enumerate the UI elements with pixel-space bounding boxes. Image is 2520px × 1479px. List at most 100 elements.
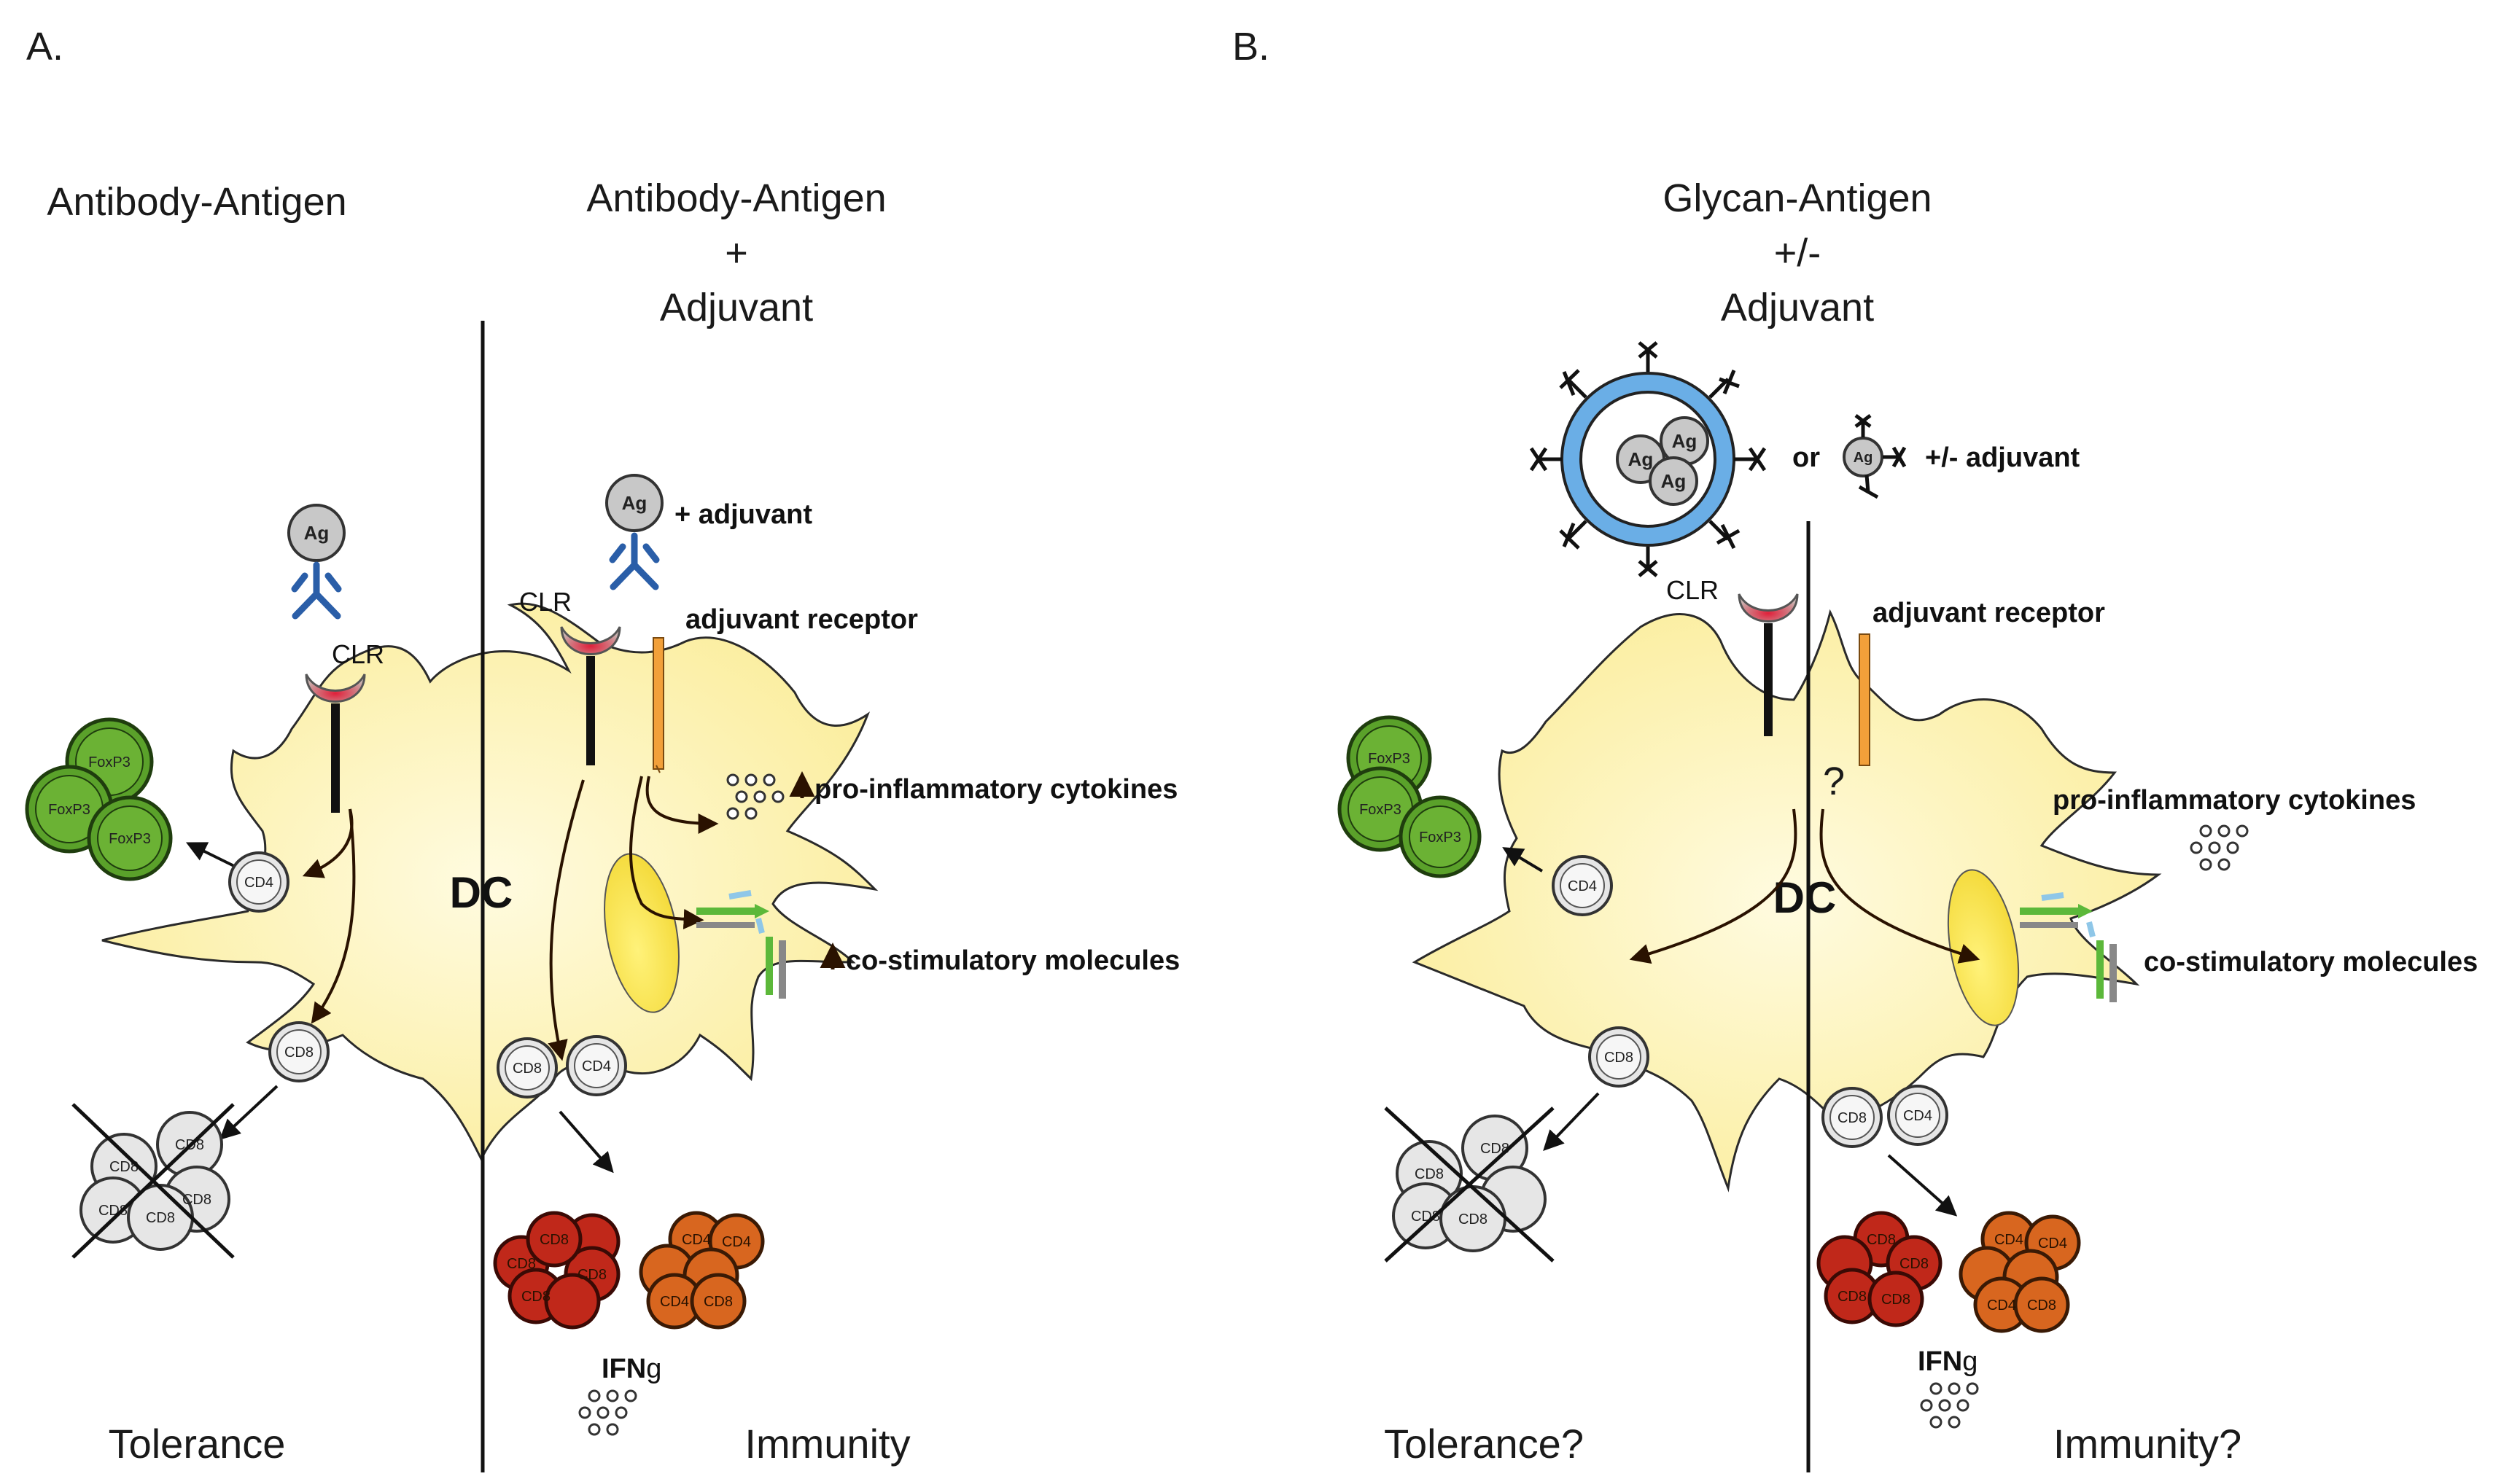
- plus-adjuvant-label: + adjuvant: [674, 499, 812, 530]
- cd8-tcell-b-left: CD8: [1588, 1026, 1649, 1088]
- svg-text:CD8: CD8: [2027, 1297, 2056, 1314]
- panel-a-right-title-line2: +: [725, 231, 748, 275]
- tolerance-label-a: Tolerance: [109, 1421, 286, 1467]
- svg-text:CD8: CD8: [1881, 1292, 1910, 1308]
- dendritic-cell-body: [101, 602, 879, 1162]
- plus-minus-adjuvant-label: +/- adjuvant: [1925, 442, 2080, 473]
- clr-label-b: CLR: [1666, 575, 1719, 605]
- svg-text:CD4: CD4: [1568, 878, 1597, 894]
- effector-cd4-cluster-a: CD4 CD4 CD4 CD8: [639, 1211, 765, 1330]
- svg-text:CD8: CD8: [98, 1203, 128, 1219]
- effector-cd8-cluster-a: CD8 CD8 CD8 CD8: [493, 1211, 621, 1330]
- svg-text:CD8: CD8: [1838, 1110, 1867, 1126]
- adjuvant-receptor-label-b: adjuvant receptor: [1872, 598, 2105, 628]
- svg-text:CD4: CD4: [1903, 1108, 1932, 1124]
- svg-text:CD8: CD8: [1480, 1141, 1509, 1157]
- cytokine-dots-b-bottom: [1920, 1382, 1979, 1429]
- clr-receptor-icon: [1738, 593, 1799, 623]
- glycan-antigen-icon: Ag: [1843, 414, 1907, 499]
- panel-b-label: B.: [1232, 25, 1269, 69]
- effector-cd4-cluster-b: CD4 CD4 CD4 CD8: [1959, 1211, 2081, 1333]
- immunity-label-b: Immunity?: [2053, 1421, 2241, 1467]
- panel-a: A. Antibody-Antigen Antibody-Antigen + A…: [25, 25, 1180, 1472]
- svg-text:FoxP3: FoxP3: [88, 754, 131, 770]
- clr-label-a-right: CLR: [519, 587, 572, 617]
- svg-text:Ag: Ag: [1672, 430, 1698, 452]
- dc-label-b: DC: [1773, 873, 1837, 922]
- panel-a-label: A.: [26, 25, 63, 69]
- svg-text:FoxP3: FoxP3: [109, 831, 151, 847]
- svg-text:Ag: Ag: [1661, 470, 1687, 492]
- clr-label-a-left: CLR: [332, 639, 384, 669]
- svg-text:CD4: CD4: [660, 1294, 689, 1310]
- svg-text:FoxP3: FoxP3: [1359, 802, 1401, 818]
- svg-text:Ag: Ag: [1628, 448, 1654, 470]
- dc-nucleus: [604, 853, 680, 1013]
- svg-text:CD8: CD8: [109, 1159, 139, 1175]
- svg-text:CD8: CD8: [1415, 1166, 1444, 1182]
- co-stimulatory-label-a: co-stimulatory molecules: [846, 945, 1180, 976]
- panel-a-right-title-line3: Adjuvant: [660, 286, 813, 329]
- panel-a-right-title-line1: Antibody-Antigen: [586, 176, 886, 220]
- svg-text:CD4: CD4: [244, 875, 273, 891]
- panel-a-left-title: Antibody-Antigen: [47, 180, 346, 224]
- tolerance-label-b: Tolerance?: [1384, 1421, 1584, 1467]
- adjuvant-receptor-label-a: adjuvant receptor: [685, 604, 918, 635]
- svg-text:Ag: Ag: [622, 492, 648, 514]
- svg-text:CD4: CD4: [722, 1234, 751, 1250]
- svg-text:CD8: CD8: [182, 1192, 211, 1208]
- or-label: or: [1792, 442, 1820, 473]
- pro-inflammatory-label-a: pro-inflammatory cytokines: [814, 774, 1178, 805]
- pro-inflammatory-label-b: pro-inflammatory cytokines: [2053, 785, 2416, 816]
- svg-text:CD4: CD4: [682, 1232, 711, 1248]
- svg-text:CD8: CD8: [1411, 1209, 1440, 1225]
- cytokine-dots-a-bottom: [578, 1389, 637, 1436]
- ifn-label-b: IFNg: [1918, 1346, 1978, 1377]
- clr-receptor-icon: [305, 674, 366, 703]
- dc-label-a: DC: [450, 868, 513, 917]
- antibody-icon: [291, 561, 342, 620]
- svg-text:CD8: CD8: [507, 1256, 536, 1272]
- panel-b: B. Glycan-Antigen +/- Adjuvant Ag Ag Ag: [1232, 25, 2478, 1472]
- svg-text:CD8: CD8: [1604, 1050, 1633, 1066]
- svg-text:CD4: CD4: [1994, 1232, 2023, 1248]
- panel-b-title-line1: Glycan-Antigen: [1662, 176, 1932, 220]
- dc-nucleus-b: [1947, 869, 2020, 1026]
- antigen-antibody-left: Ag: [287, 504, 346, 620]
- svg-text:CD8: CD8: [284, 1045, 314, 1061]
- svg-text:CD4: CD4: [582, 1058, 611, 1074]
- svg-text:Ag: Ag: [304, 522, 330, 544]
- cd8-tcell-a-left: CD8: [268, 1021, 330, 1082]
- deleted-cd8-cluster-a: CD8 CD8 CD8 CD8 CD8: [71, 1103, 235, 1259]
- antigen-antibody-adjuvant-a: Ag: [605, 474, 664, 590]
- treg-foxp3-cluster-a: FoxP3 FoxP3 FoxP3: [25, 717, 173, 881]
- svg-text:CD8: CD8: [1867, 1232, 1896, 1248]
- cytokine-dots-b-top: [2190, 824, 2249, 871]
- cd4-tcell-b-left: CD4: [1552, 855, 1613, 916]
- svg-text:Ag: Ag: [1854, 450, 1873, 466]
- svg-text:CD4: CD4: [2038, 1236, 2067, 1252]
- svg-text:CD8: CD8: [146, 1210, 175, 1226]
- svg-text:CD8: CD8: [521, 1289, 551, 1305]
- clr-receptor-icon: [560, 626, 621, 655]
- svg-text:CD8: CD8: [1838, 1289, 1867, 1305]
- ifn-label-a: IFNg: [602, 1354, 661, 1384]
- panel-b-title-line3: Adjuvant: [1721, 286, 1874, 329]
- question-mark-label: ?: [1823, 760, 1845, 803]
- adjuvant-receptor-icon: [1859, 633, 1870, 766]
- svg-text:FoxP3: FoxP3: [48, 802, 90, 818]
- cytokine-dots-a-top: [726, 773, 785, 820]
- svg-text:CD8: CD8: [704, 1294, 733, 1310]
- adjuvant-receptor-icon: [653, 637, 664, 770]
- svg-text:CD8: CD8: [540, 1232, 569, 1248]
- panel-b-title-line2: +/-: [1774, 231, 1821, 275]
- costim-molecules-b: [2020, 892, 2117, 1002]
- immunity-label-a: Immunity: [744, 1421, 910, 1467]
- svg-text:FoxP3: FoxP3: [1368, 751, 1410, 767]
- deleted-cd8-cluster-b: CD8 CD8 CD8 CD8: [1384, 1107, 1555, 1263]
- glycan-liposome-icon: Ag Ag Ag: [1529, 341, 1767, 577]
- effector-cd8-cluster-b: CD8 CD8 CD8 CD8: [1816, 1211, 1942, 1327]
- costim-molecules-a: [696, 890, 786, 999]
- svg-text:FoxP3: FoxP3: [1419, 830, 1461, 846]
